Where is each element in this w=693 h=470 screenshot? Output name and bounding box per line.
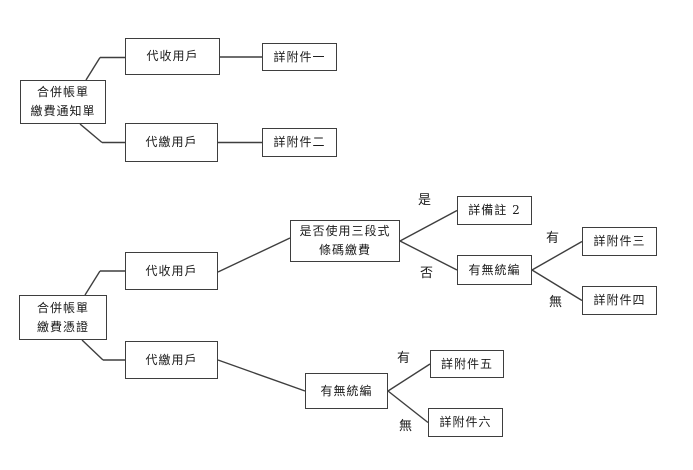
node-attachment-5: 詳附件五 <box>430 350 504 378</box>
node-label: 有無統編 <box>320 383 373 398</box>
node-collect-user-2: 代收用戶 <box>125 252 218 290</box>
edge-label-has-lower: 有 <box>397 351 411 366</box>
connector <box>399 209 458 242</box>
node-pay-user-1: 代繳用戶 <box>125 123 218 162</box>
node-pay-user-2: 代繳用戶 <box>125 341 218 379</box>
node-label: 詳附件五 <box>440 356 493 371</box>
edge-label-none-lower: 無 <box>399 419 413 434</box>
node-note-2: 詳備註 2 <box>457 196 532 225</box>
node-label: 有無統編 <box>468 262 521 277</box>
node-label-line: 合併帳單 <box>36 85 89 99</box>
node-attachment-2: 詳附件二 <box>262 128 337 157</box>
connector <box>387 363 431 392</box>
connector <box>387 390 429 424</box>
node-label: 代收用戶 <box>145 263 198 278</box>
node-tax-id-question-upper: 有無統編 <box>457 255 532 285</box>
node-label: 詳附件三 <box>593 234 646 248</box>
connector <box>81 339 104 361</box>
node-label: 詳附件四 <box>593 293 646 307</box>
node-tax-id-question-lower: 有無統編 <box>305 373 388 409</box>
node-label: 詳附件二 <box>273 135 326 149</box>
node-collect-user-1: 代收用戶 <box>125 38 220 75</box>
connector <box>85 57 101 81</box>
node-attachment-6: 詳附件六 <box>428 408 503 437</box>
node-label: 詳附件一 <box>273 49 326 64</box>
connector <box>217 359 306 392</box>
node-merged-bill-notice: 合併帳單 繳費通知單 <box>20 80 106 124</box>
node-label-line: 繳費通知單 <box>30 104 96 118</box>
edge-label-yes: 是 <box>418 193 432 208</box>
connector <box>531 240 583 271</box>
connector <box>531 269 583 302</box>
node-attachment-3: 詳附件三 <box>582 227 657 256</box>
connector <box>399 240 458 271</box>
node-label-line: 繳費憑證 <box>36 319 89 334</box>
node-label-line: 合併帳單 <box>36 300 89 315</box>
node-label: 代收用戶 <box>146 49 199 63</box>
edge-label-no: 否 <box>420 266 434 281</box>
node-label: 詳備註 2 <box>468 203 521 217</box>
edge-label-none-upper: 無 <box>549 295 563 310</box>
connector <box>217 237 291 273</box>
node-attachment-4: 詳附件四 <box>582 286 657 315</box>
node-attachment-1: 詳附件一 <box>262 43 337 71</box>
node-merged-bill-receipt: 合併帳單 繳費憑證 <box>19 295 107 340</box>
connector <box>84 270 101 296</box>
node-label: 代繳用戶 <box>145 352 198 367</box>
node-label-line: 是否使用三段式 <box>299 224 391 238</box>
connector <box>79 123 103 144</box>
node-barcode-question: 是否使用三段式 條碼繳費 <box>290 220 400 262</box>
node-label: 代繳用戶 <box>145 135 198 149</box>
node-label-line: 條碼繳費 <box>318 243 371 257</box>
node-label: 詳附件六 <box>439 415 492 429</box>
edge-label-has-upper: 有 <box>546 231 560 246</box>
